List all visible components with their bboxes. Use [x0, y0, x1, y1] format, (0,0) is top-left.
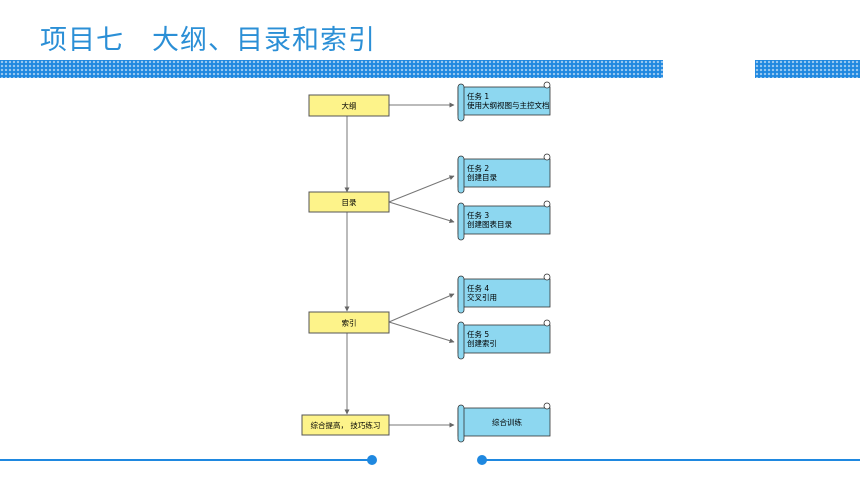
task-1-title: 任务 1 [467, 91, 489, 101]
branch-connectors [388, 102, 455, 428]
topic-node-toc: 目录 [308, 191, 390, 213]
task-scroll-2: 任务 2 创建目录 [457, 153, 551, 194]
node-label-toc: 目录 [342, 198, 357, 207]
task-scroll-3: 任务 3 创建图表目录 [457, 200, 551, 241]
task-3-subtitle: 创建图表目录 [467, 219, 512, 229]
task-2-title: 任务 2 [467, 163, 489, 173]
page-title: 项目七 大纲、目录和索引 [40, 25, 376, 56]
header-band-right [755, 60, 860, 78]
node-label-outline: 大纲 [342, 101, 357, 111]
topic-node-practice: 综合提高， 技巧练习 [301, 414, 390, 436]
task-6-label: 综合训练 [492, 417, 522, 427]
task-scroll-1: 任务 1 使用大纲视图与主控文档 [457, 81, 551, 122]
footer-line-right [482, 459, 860, 461]
node-label-index: 索引 [342, 318, 357, 328]
footer-dot-right [477, 455, 487, 465]
task-5-subtitle: 创建索引 [467, 338, 497, 348]
footer-dot-left [367, 455, 377, 465]
topic-node-outline: 大纲 [308, 94, 390, 117]
task-4-subtitle: 交叉引用 [467, 292, 497, 302]
task-scroll-4: 任务 4 交叉引用 [457, 273, 551, 314]
footer-line-left [0, 459, 372, 461]
task-5-title: 任务 5 [467, 329, 489, 339]
task-scroll-5: 任务 5 创建索引 [457, 319, 551, 360]
header-band-left [0, 60, 663, 78]
task-4-title: 任务 4 [467, 283, 489, 293]
topic-node-index: 索引 [308, 311, 390, 334]
task-scroll-6: 综合训练 [457, 402, 551, 443]
task-2-subtitle: 创建目录 [467, 172, 497, 182]
node-label-practice: 综合提高， 技巧练习 [311, 420, 381, 430]
task-3-title: 任务 3 [467, 210, 489, 220]
task-1-subtitle: 使用大纲视图与主控文档 [467, 100, 550, 110]
